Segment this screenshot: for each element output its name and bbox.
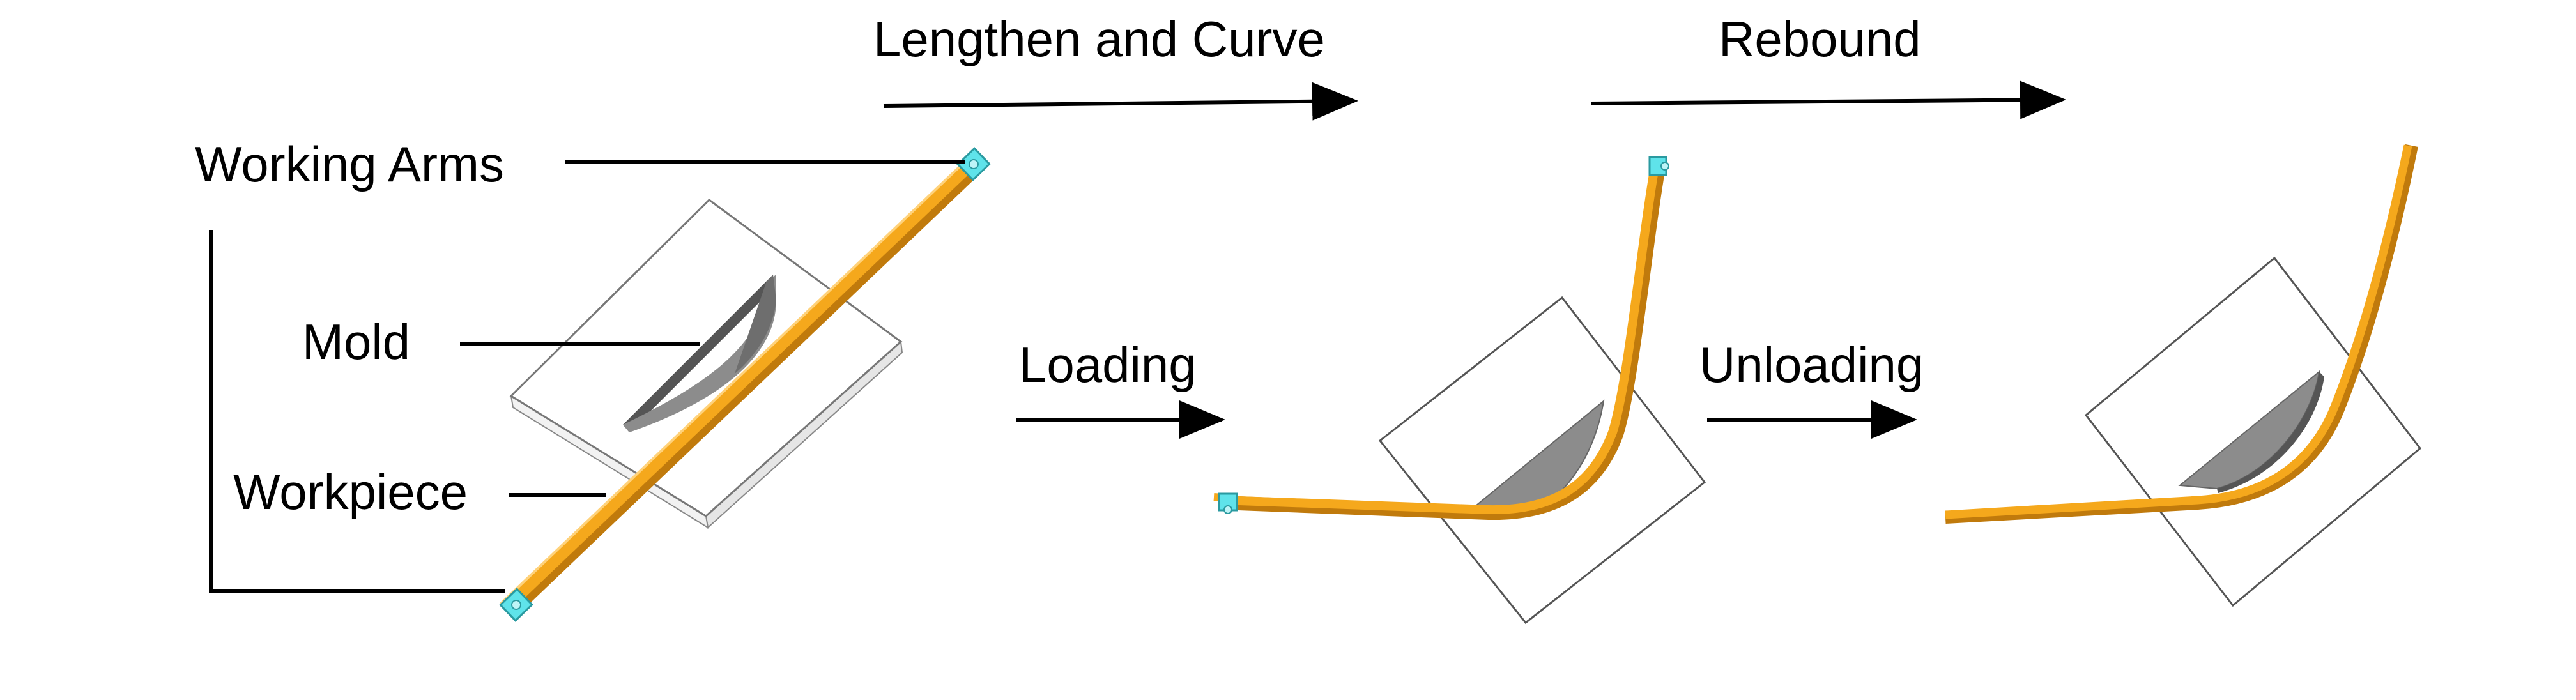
arrow-unloading: Unloading <box>1699 337 1924 439</box>
mold <box>623 275 776 432</box>
label-loading: Loading <box>1019 337 1197 393</box>
clamp-top <box>956 147 991 181</box>
stage-loaded <box>1213 156 1706 625</box>
mold-unloaded <box>2178 370 2320 490</box>
label-workpiece: Workpiece <box>233 464 468 520</box>
leader-working-arms-bracket <box>209 230 505 593</box>
label-working-arms: Working Arms <box>195 136 504 192</box>
label-rebound: Rebound <box>1719 11 1921 67</box>
stage-initial: Working Arms Mold Workpiece <box>195 136 991 622</box>
clamp-bottom <box>499 588 533 622</box>
stage-unloaded <box>1945 144 2422 607</box>
arrow-rebound: Rebound <box>1590 11 2066 119</box>
label-unloading: Unloading <box>1699 337 1924 393</box>
arrow-loading: Loading <box>1016 337 1225 439</box>
arrow-line-lengthen <box>883 82 1358 121</box>
label-mold: Mold <box>302 314 410 370</box>
working-arm-straight <box>500 152 987 619</box>
clamp-loaded-top <box>1648 156 1669 176</box>
workpiece-plate <box>509 199 903 529</box>
clamp-loaded-left <box>1218 492 1238 514</box>
working-arm-rebound <box>1945 144 2418 524</box>
arrow-lengthen-and-curve: Lengthen and Curve <box>873 11 1358 121</box>
label-lengthen-and-curve: Lengthen and Curve <box>873 11 1325 67</box>
arrow-line-rebound <box>1590 80 2066 119</box>
